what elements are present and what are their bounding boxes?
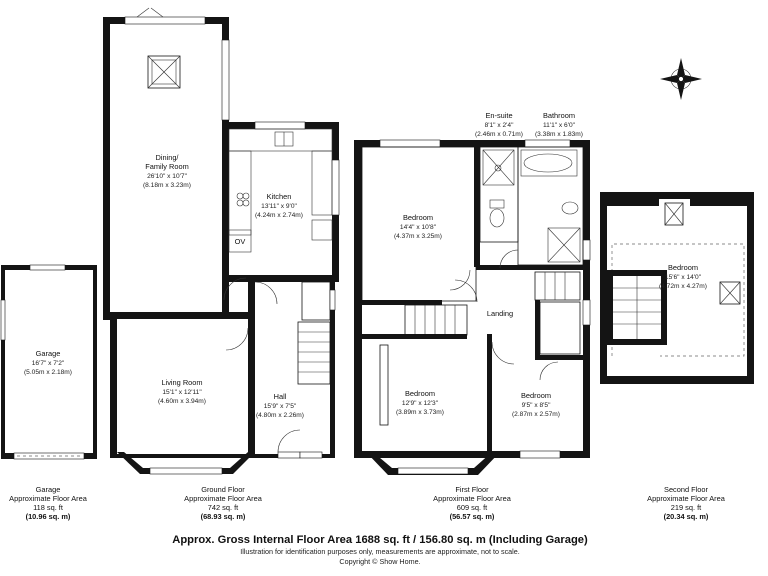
ground-caption-subtitle: Approximate Floor Area (184, 494, 263, 503)
ensuite-dim-met: (2.46m x 0.71m) (475, 131, 523, 138)
bed4-dim-imp: 15'6" x 14'0" (665, 274, 702, 281)
second-caption-area-imp: 219 sq. ft (671, 503, 701, 512)
disclaimer: Illustration for identification purposes… (240, 547, 520, 556)
landing-name: Landing (487, 309, 513, 318)
bed2-dim-imp: 12'9" x 12'3" (402, 400, 439, 407)
bed1-dim-imp: 14'4" x 10'8" (400, 224, 437, 231)
total-floor-area: Approx. Gross Internal Floor Area 1688 s… (172, 534, 588, 546)
ground-caption-area-imp: 742 sq. ft (208, 503, 238, 512)
first-caption-title: First Floor (455, 485, 489, 494)
compass-rose-icon (660, 58, 702, 100)
garage-caption-subtitle: Approximate Floor Area (9, 494, 88, 503)
dining-name: Dining/ (155, 153, 179, 162)
bathroom-dim-imp: 11'1" x 6'0" (543, 122, 576, 129)
copyright: Copyright © Show Home. (339, 557, 420, 566)
bed4-name: Bedroom (668, 263, 698, 272)
garage-plan (0, 264, 97, 460)
hall-dim-imp: 15'9" x 7'5" (264, 403, 297, 410)
garage-caption-area-met: (10.96 sq. m) (26, 512, 71, 521)
garage-caption-title: Garage (36, 485, 61, 494)
kitchen-name: Kitchen (267, 192, 292, 201)
ensuite-dim-imp: 8'1" x 2'4" (485, 122, 514, 129)
hall-dim-met: (4.80m x 2.26m) (256, 412, 304, 419)
hall-stairs (297, 321, 331, 385)
first-caption-area-imp: 609 sq. ft (457, 503, 487, 512)
ground-caption-title: Ground Floor (201, 485, 245, 494)
living-dim-met: (4.60m x 3.94m) (158, 398, 206, 405)
bed4-dim-met: (4.72m x 4.27m) (659, 283, 707, 290)
ensuite-name: En-suite (485, 111, 512, 120)
second-caption-subtitle: Approximate Floor Area (647, 494, 726, 503)
dining-dim-met: (8.18m x 3.23m) (143, 182, 191, 189)
bed1-name: Bedroom (403, 213, 433, 222)
ground-caption-area-met: (68.93 sq. m) (201, 512, 246, 521)
garage-name: Garage (36, 349, 61, 358)
bathroom-dim-met: (3.38m x 1.83m) (535, 131, 583, 138)
kitchen-dim-met: (4.24m x 2.74m) (255, 212, 303, 219)
skylight-icon (147, 55, 181, 89)
floor-captions: Garage Approximate Floor Area 118 sq. ft… (9, 485, 726, 521)
garage-dim-met: (5.05m x 2.18m) (24, 369, 72, 376)
oven-label: OV (235, 237, 246, 246)
bed3-dim-met: (2.87m x 2.57m) (512, 411, 560, 418)
living-dim-imp: 15'1" x 12'11" (162, 389, 202, 396)
second-caption-area-met: (20.34 sq. m) (664, 512, 709, 521)
second-caption-title: Second Floor (664, 485, 708, 494)
footer: Approx. Gross Internal Floor Area 1688 s… (172, 534, 588, 566)
first-caption-subtitle: Approximate Floor Area (433, 494, 512, 503)
first-floor-plan (354, 139, 591, 475)
dining-dim-imp: 26'10" x 10'7" (147, 173, 187, 180)
hall-name: Hall (274, 392, 287, 401)
bed2-name: Bedroom (405, 389, 435, 398)
bed2-dim-met: (3.89m x 3.73m) (396, 409, 444, 416)
bed1-dim-met: (4.37m x 3.25m) (394, 233, 442, 240)
garage-caption-area-imp: 118 sq. ft (33, 503, 63, 512)
bathroom-name: Bathroom (543, 111, 575, 120)
garage-dim-imp: 16'7" x 7'2" (32, 360, 65, 367)
first-caption-area-met: (56.57 sq. m) (450, 512, 495, 521)
bed3-dim-imp: 9'5" x 8'5" (522, 402, 551, 409)
bed3-name: Bedroom (521, 391, 551, 400)
ground-floor-plan (103, 7, 340, 475)
dining-name-2: Family Room (145, 162, 189, 171)
kitchen-dim-imp: 13'11" x 9'0" (261, 203, 297, 210)
room-labels: Dining/ Family Room 26'10" x 10'7" (8.18… (24, 111, 707, 419)
second-floor-plan (600, 192, 754, 384)
living-name: Living Room (161, 378, 202, 387)
